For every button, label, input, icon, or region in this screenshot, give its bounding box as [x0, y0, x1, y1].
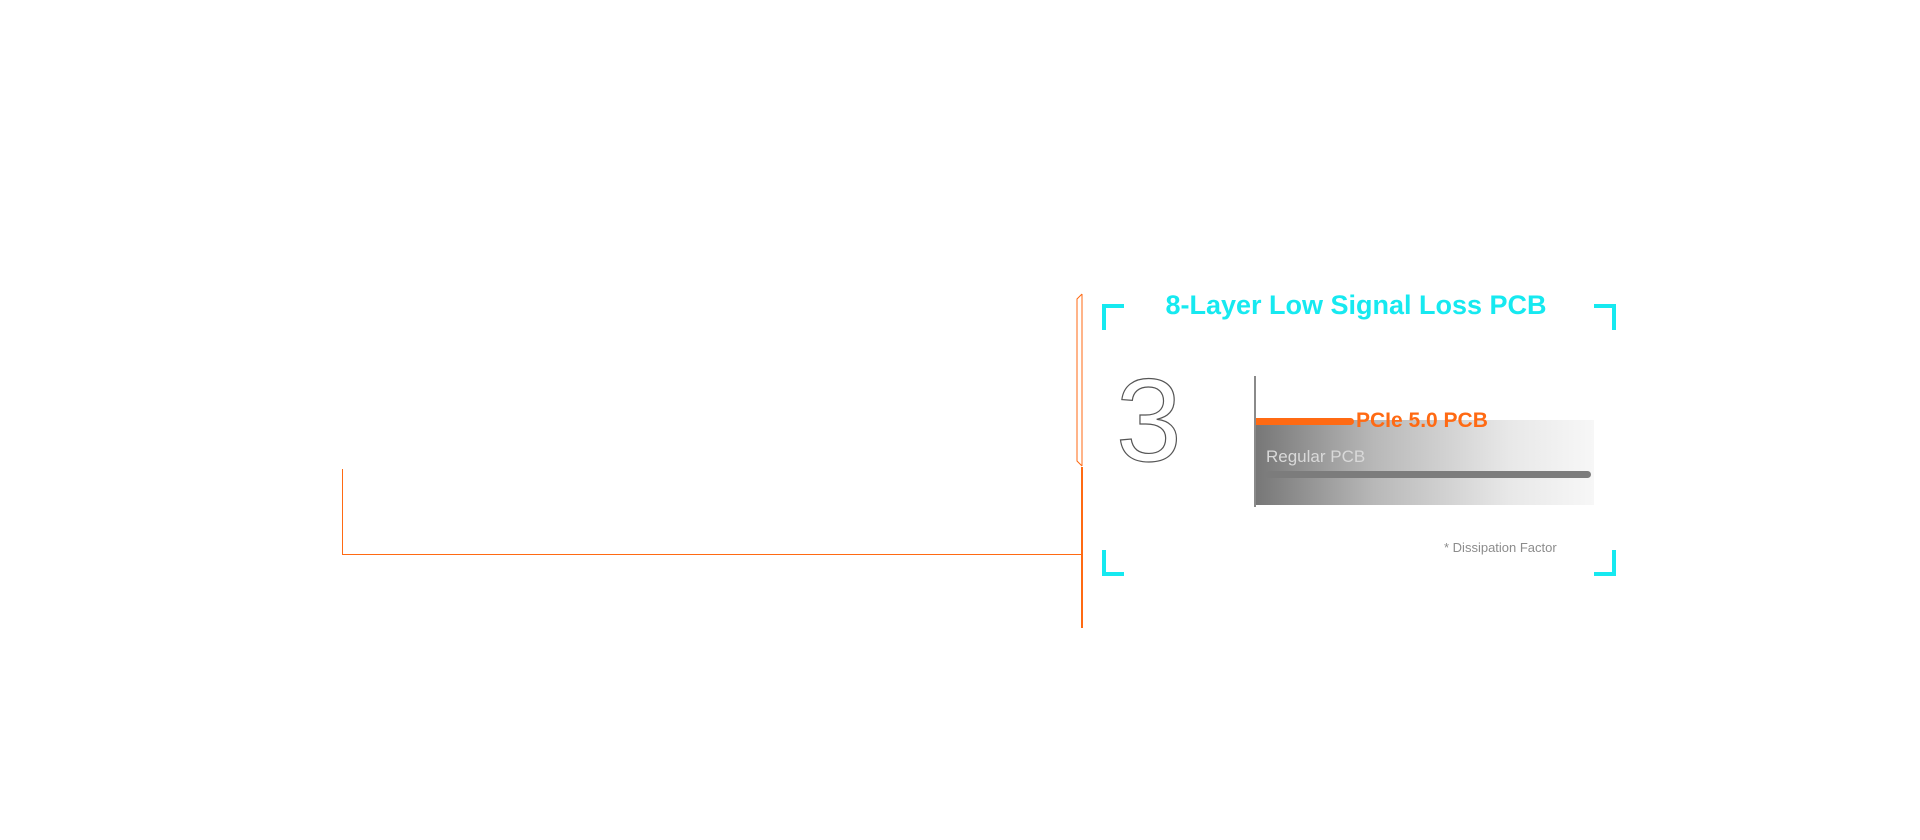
feature-title: 8-Layer Low Signal Loss PCB: [1165, 290, 1547, 320]
chart-axis: [1254, 376, 1256, 507]
connector-line-left: [342, 469, 343, 554]
bar-label-regular-pcb: Regular PCB: [1266, 447, 1366, 466]
bar-label-pcie-pcb: PCIe 5.0 PCB: [1356, 409, 1488, 432]
connector-line-vertical: [1081, 467, 1083, 628]
frame-corner-bottom-left: [1102, 550, 1124, 576]
chart-gradient-panel: [1256, 420, 1594, 505]
orange-bracket-shape: [1076, 293, 1083, 467]
frame-corner-top-right: [1594, 304, 1616, 330]
footnote: * Dissipation Factor: [1444, 540, 1557, 555]
bar-regular-pcb: [1266, 471, 1591, 478]
frame-corner-top-left: [1102, 304, 1124, 330]
connector-line-horizontal: [342, 554, 1082, 555]
feature-number: 3: [1115, 355, 1182, 487]
bar-pcie-pcb: [1256, 418, 1354, 425]
frame-corner-bottom-right: [1594, 550, 1616, 576]
